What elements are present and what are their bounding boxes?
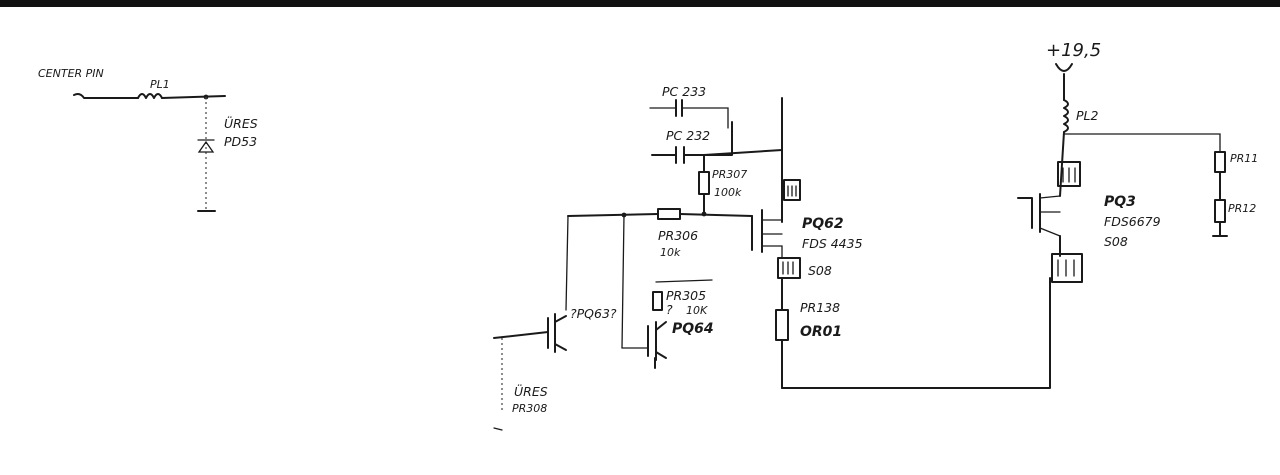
pc232-capacitor — [675, 146, 685, 164]
pr11-label: PR11 — [1230, 152, 1258, 165]
pq3-gate — [1017, 193, 1041, 233]
pr306-value: 10k — [660, 246, 681, 259]
gate-junction-right — [701, 211, 707, 217]
return-wire — [781, 277, 1051, 389]
pl2-label: PL2 — [1076, 108, 1099, 123]
pq63-source-wire — [493, 331, 549, 339]
pq62-channel — [761, 219, 783, 259]
pq62-body-arrows — [787, 185, 797, 197]
pr306-label: PR306 — [658, 228, 698, 243]
pq63-gate-wire — [565, 215, 569, 311]
pq64-wire — [621, 214, 625, 349]
pq3-bottom-pads — [1051, 253, 1083, 283]
pq63-label: ?PQ63? — [570, 306, 617, 321]
pq3-channel — [1039, 195, 1061, 237]
pc233-capacitor — [675, 99, 683, 117]
pq62-body-diode — [783, 179, 801, 201]
pq64-base-wire — [621, 279, 713, 349]
pr306-resistor — [657, 208, 681, 220]
pr138-resistor — [775, 309, 789, 341]
center-pin-wire — [73, 93, 139, 99]
pq63-transistor — [547, 313, 567, 353]
pr11-resistor — [1214, 151, 1226, 173]
pl1-label: PL1 — [150, 78, 170, 91]
pr12-label: PR12 — [1228, 202, 1256, 215]
pq3-part: FDS6679 — [1104, 214, 1161, 229]
pl1-inductor — [137, 93, 163, 99]
center-pin-block: CENTER PIN PL1 ÜRES PD53 — [38, 67, 258, 212]
pq3-to-pr11-wire — [1063, 133, 1221, 153]
pq62-block: PC 233 PC 232 PR307 100k PR306 10k PQ62 … — [493, 84, 1051, 431]
plus-19-5-label: +19,5 — [1046, 40, 1101, 61]
pc-join-wire — [703, 149, 783, 156]
pr305-resistor — [652, 291, 663, 311]
pq3-top-arrows — [1062, 167, 1076, 183]
pd53-diode — [197, 139, 215, 153]
pq3-top-pads — [1057, 161, 1081, 187]
pc233-wire — [649, 107, 729, 129]
pq64-label: PQ64 — [672, 321, 714, 337]
pr305-value: 10K — [686, 304, 708, 317]
pc232-wire — [651, 121, 733, 156]
pr138-value: OR01 — [800, 324, 842, 340]
pr307-resistor — [698, 171, 710, 195]
pr307-label: PR307 — [712, 168, 747, 181]
pr138-label: PR138 — [800, 300, 840, 315]
pq62-part: FDS 4435 — [802, 236, 863, 251]
pr305-label: PR305 — [666, 288, 706, 303]
pl2-inductor — [1063, 99, 1069, 133]
pq62-label: PQ62 — [802, 216, 844, 232]
pq3-label: PQ3 — [1104, 194, 1136, 210]
pq3-bottom-arrows — [1057, 259, 1075, 277]
gate-wire-right — [679, 213, 753, 217]
pq62-package: S08 — [808, 263, 832, 278]
pc233-label: PC 233 — [662, 84, 706, 99]
ures-bottom-label: ÜRES — [514, 383, 548, 399]
pl1-wire — [161, 95, 226, 99]
ures-top-label: ÜRES — [224, 115, 258, 131]
pr305-question: ? — [666, 302, 673, 317]
pq62-drain-pads — [777, 257, 801, 279]
pd53-label: PD53 — [224, 134, 257, 149]
pq62-gate — [751, 209, 763, 253]
pr12-resistor — [1214, 199, 1226, 223]
plus-19-5-connector — [1055, 63, 1073, 101]
pr308-label: PR308 — [512, 402, 547, 415]
scan-top-border — [0, 0, 1280, 7]
pq3-block: +19,5 PL2 PQ3 FDS6679 S08 PR11 PR12 — [1017, 40, 1258, 283]
pq64-transistor — [647, 321, 667, 361]
pc232-label: PC 232 — [666, 128, 710, 143]
gate-wire-left — [567, 213, 659, 217]
pr308-tail — [493, 427, 503, 431]
pq3-package: S08 — [1104, 234, 1128, 249]
pq62-drain-arrows — [782, 261, 794, 275]
pr307-value: 100k — [714, 186, 742, 199]
center-pin-label: CENTER PIN — [38, 67, 104, 80]
